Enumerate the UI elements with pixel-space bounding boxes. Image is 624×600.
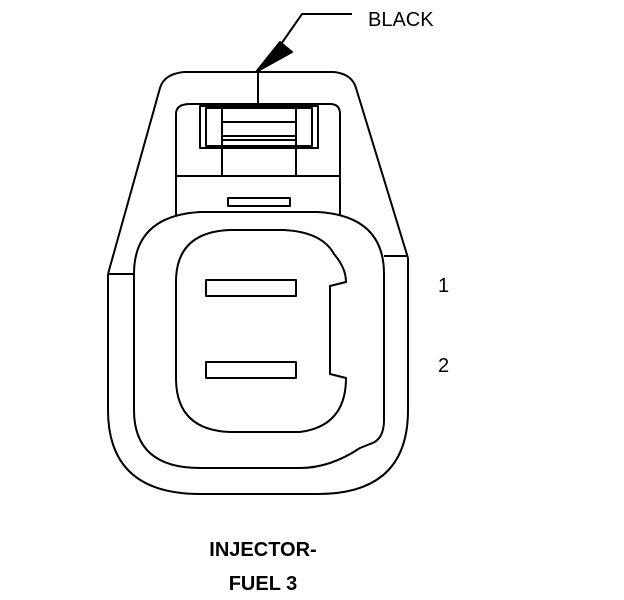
locking-latch: [176, 105, 340, 207]
latch-housing: [175, 103, 341, 216]
color-leader-line: [255, 13, 352, 104]
connector-outer-body: [107, 258, 409, 495]
terminal-pin-2: [205, 361, 297, 379]
connector-title-line-2: FUEL 3: [228, 573, 298, 595]
inner-shroud: [133, 211, 385, 469]
wire-color-label: BLACK: [368, 9, 434, 31]
pin-2-label: 2: [438, 355, 450, 377]
connector-hood-outline: [107, 71, 409, 275]
pin-cavity: [175, 229, 347, 433]
connector-title-line-1: INJECTOR-: [209, 539, 317, 561]
terminal-pin-1: [205, 279, 297, 297]
pin-1-label: 1: [438, 275, 450, 297]
